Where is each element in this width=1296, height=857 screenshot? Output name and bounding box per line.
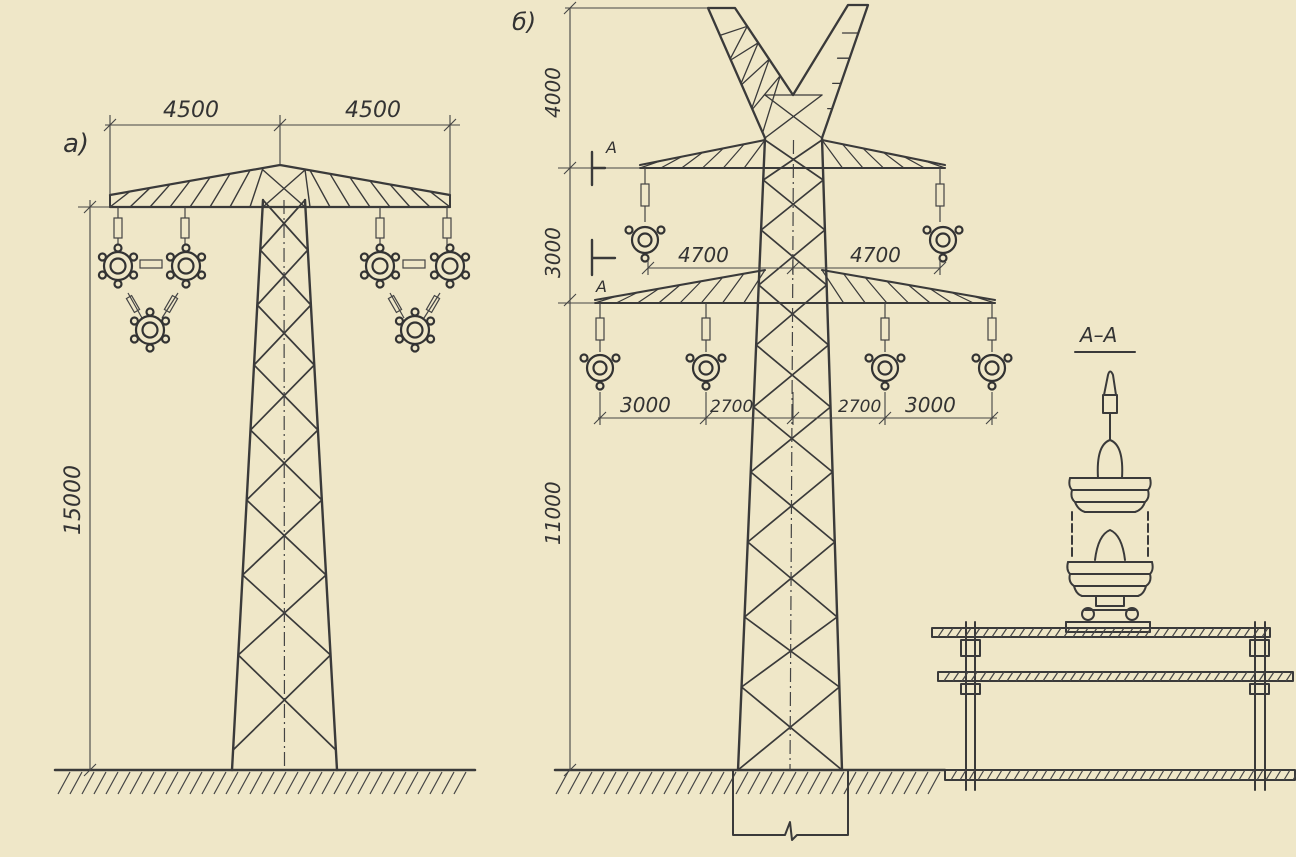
ground-line-a bbox=[53, 768, 477, 795]
section-mark-top: А bbox=[605, 138, 617, 157]
tower-a-body bbox=[230, 198, 339, 772]
insulators-b-lower bbox=[595, 303, 997, 352]
conductor-b-lower-2 bbox=[685, 353, 727, 391]
dim-a-right-arm: 4500 bbox=[345, 98, 401, 123]
label-b: б) bbox=[512, 8, 536, 36]
post-insulator bbox=[1065, 370, 1154, 633]
tower-a: а) 4500 4500 15000 bbox=[61, 98, 471, 777]
dim-b-bottom-outer-right: 3000 bbox=[905, 393, 956, 417]
bus-frame bbox=[931, 621, 1296, 791]
dim-b-upper-right: 4700 bbox=[850, 243, 901, 267]
tower-b-body bbox=[736, 136, 844, 772]
dimension-lines-b bbox=[558, 1, 999, 777]
conductor-b-upper-left bbox=[624, 225, 666, 263]
dim-a-left-arm: 4500 bbox=[163, 98, 219, 123]
conductor-bundle bbox=[359, 243, 401, 289]
tower-b-crossarms bbox=[593, 138, 997, 305]
conductor-bundle bbox=[394, 307, 436, 353]
insulators-b-upper bbox=[640, 168, 945, 222]
section-marks bbox=[590, 150, 617, 277]
conductor-b-upper-right bbox=[922, 225, 964, 263]
section-mark-bottom: А bbox=[595, 277, 607, 296]
dim-b-top: 4000 bbox=[541, 67, 565, 118]
section-a-a: А–А bbox=[931, 323, 1296, 791]
dim-b-bottom-outer-left: 3000 bbox=[620, 393, 671, 417]
conductor-bundle bbox=[165, 243, 207, 289]
conductor-b-lower-3 bbox=[864, 353, 906, 391]
section-label: А–А bbox=[1078, 323, 1117, 347]
conductor-b-lower-4 bbox=[971, 353, 1013, 391]
dim-b-upper-left: 4700 bbox=[678, 243, 729, 267]
tower-b-foundation bbox=[732, 769, 849, 841]
ground-line-b bbox=[553, 768, 947, 795]
dim-b-lower: 11000 bbox=[541, 481, 565, 545]
conductor-bundle bbox=[129, 307, 171, 353]
tower-b-y-top bbox=[706, 3, 870, 140]
dim-b-bottom-inner-left: 2700 bbox=[710, 397, 753, 417]
tower-b: А А б) 4000 3000 11000 4700 4700 3000 27… bbox=[512, 1, 1013, 841]
dim-b-bottom-inner-right: 2700 bbox=[838, 397, 881, 417]
conductor-b-lower-1 bbox=[579, 353, 621, 391]
label-a: а) bbox=[63, 129, 89, 159]
tower-a-crossarm bbox=[108, 163, 452, 209]
dim-a-height: 15000 bbox=[61, 465, 86, 535]
dimension-lines-a bbox=[78, 115, 460, 777]
phase-group-a-right bbox=[359, 207, 471, 353]
phase-group-a-left bbox=[97, 207, 207, 353]
conductor-bundle bbox=[429, 243, 471, 289]
conductor-bundle bbox=[97, 243, 139, 289]
dim-b-middle: 3000 bbox=[541, 227, 565, 278]
